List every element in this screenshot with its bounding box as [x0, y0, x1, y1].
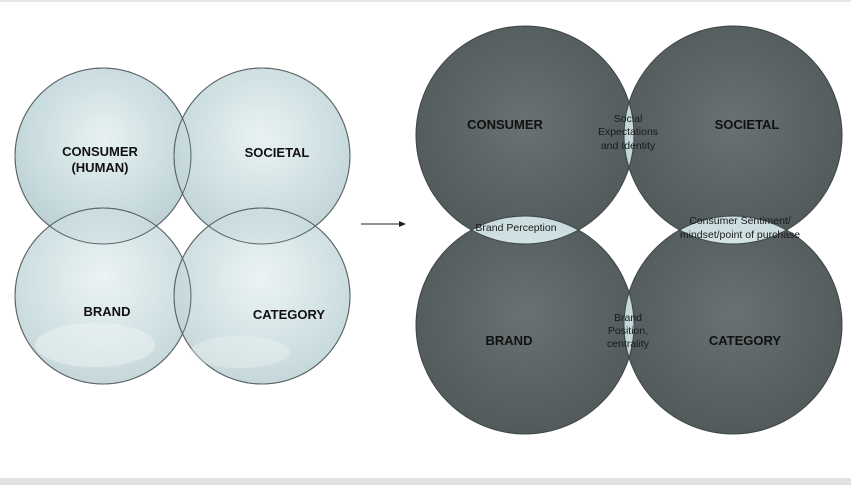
- overlap-top-line3: and Identity: [601, 140, 656, 152]
- right-label-consumer: CONSUMER: [467, 117, 543, 132]
- right-venn: CONSUMER SOCIETAL BRAND CATEGORY Social …: [415, 25, 843, 435]
- right-label-brand: BRAND: [486, 333, 533, 348]
- overlap-bottom-line3: centrality: [607, 338, 650, 350]
- overlap-bottom-line1: Brand: [614, 312, 642, 324]
- overlap-top-line1: Social: [614, 113, 643, 125]
- right-label-societal: SOCIETAL: [715, 117, 780, 132]
- arrow: [361, 221, 406, 227]
- left-label-societal: SOCIETAL: [245, 145, 310, 160]
- top-border: [0, 0, 851, 2]
- overlap-right-line2: mindset/point of purchase: [680, 229, 800, 241]
- foam-texture: [190, 336, 290, 368]
- left-label-consumer-line2: (HUMAN): [71, 160, 128, 175]
- right-circle-category: [624, 216, 842, 434]
- overlap-top-line2: Expectations: [598, 126, 658, 138]
- left-venn: CONSUMER (HUMAN) SOCIETAL BRAND CATEGORY: [14, 67, 351, 385]
- right-circle-brand: [416, 216, 634, 434]
- overlap-left-label: Brand Perception: [475, 222, 556, 234]
- left-label-consumer-line1: CONSUMER: [62, 144, 138, 159]
- right-circle-consumer: [416, 26, 634, 244]
- left-label-brand: BRAND: [84, 304, 131, 319]
- right-label-category: CATEGORY: [709, 333, 782, 348]
- overlap-bottom-line2: Position,: [608, 325, 648, 337]
- foam-texture: [35, 323, 155, 367]
- right-circle-societal: [624, 26, 842, 244]
- left-label-category: CATEGORY: [253, 307, 326, 322]
- bottom-border: [0, 478, 851, 485]
- overlap-right-line1: Consumer Sentiment/: [689, 215, 791, 227]
